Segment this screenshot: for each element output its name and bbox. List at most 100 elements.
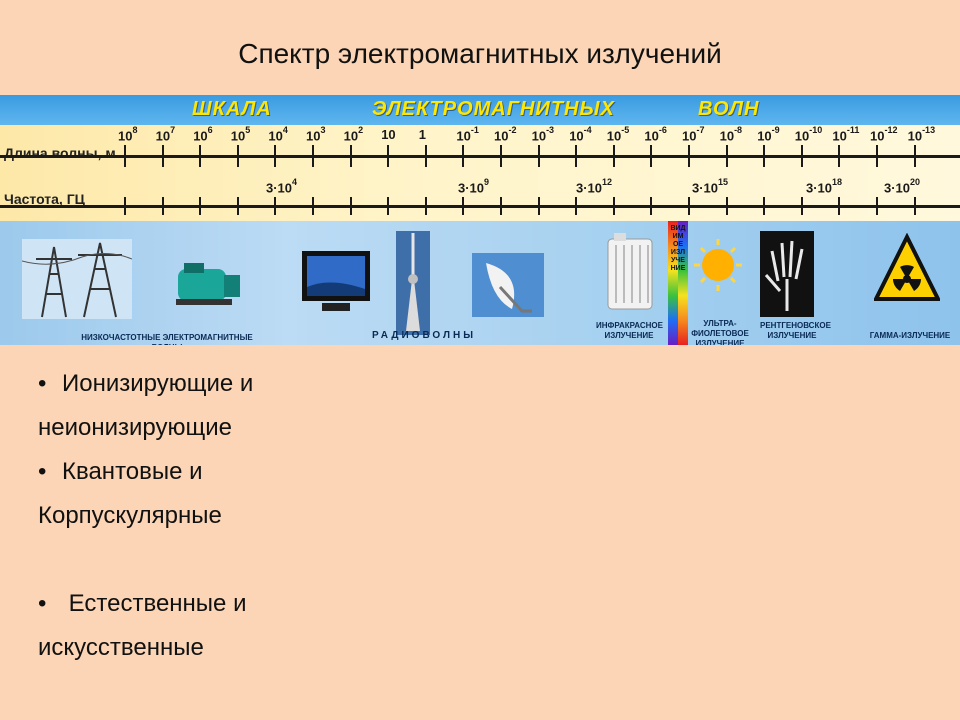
wavelength-axis	[0, 155, 960, 158]
frequency-tick	[763, 197, 766, 215]
wavelength-tick	[161, 145, 164, 167]
frequency-tick	[612, 197, 615, 215]
wavelength-label: 10-7	[682, 125, 705, 144]
wavelength-label: 1	[418, 127, 427, 142]
wavelength-tick	[537, 145, 540, 167]
xray-hand-image	[760, 231, 814, 317]
frequency-tick	[199, 197, 202, 215]
frequency-tick	[500, 197, 502, 215]
frequency-row-label: Частота, ГЦ	[4, 191, 85, 207]
bullet-line: Корпускулярные	[38, 494, 638, 538]
wavelength-tick	[349, 145, 352, 167]
frequency-tick	[312, 197, 314, 215]
bullet-line: • Естественные и	[38, 582, 638, 626]
wavelength-tick	[312, 145, 314, 167]
frequency-tick	[462, 197, 465, 215]
spectrum-band: НИЗКОЧАСТОТНЫЕ ЭЛЕКТРОМАГНИТНЫЕ ВОЛНЫ РА…	[0, 221, 960, 345]
frequency-tick	[650, 197, 653, 215]
generator-image	[176, 263, 240, 305]
bullet-text: Ионизирующие и	[62, 370, 254, 397]
wavelength-tick	[612, 145, 615, 167]
wavelength-label: 10-2	[494, 125, 517, 144]
frequency-tick	[800, 197, 803, 215]
bullet-line: • Квантовые и	[38, 450, 638, 494]
wavelength-tick	[236, 145, 239, 167]
bullet-dot-icon: •	[38, 370, 47, 397]
bullet-text: Корпускулярные	[38, 502, 222, 529]
band-label-xray: РЕНТГЕНОВСКОЕ ИЗЛУЧЕНИЕ	[760, 321, 831, 340]
band-label-low-frequency: НИЗКОЧАСТОТНЫЕ ЭЛЕКТРОМАГНИТНЫЕ ВОЛНЫ	[81, 333, 253, 345]
frequency-axis	[0, 205, 960, 208]
frequency-tick	[274, 197, 277, 215]
satellite-dish-image	[472, 253, 544, 317]
frequency-tick	[349, 197, 352, 215]
bullet-line	[38, 538, 638, 582]
bullet-text: Квантовые и	[62, 458, 203, 485]
frequency-label: 3·109	[458, 177, 490, 196]
band-label-ultraviolet: УЛЬТРА-ФИОЛЕТОВОЕ ИЗЛУЧЕНИЕ	[691, 319, 749, 345]
frequency-label: 3·1012	[576, 177, 613, 196]
wavelength-label: 10-13	[907, 125, 936, 144]
band-label-infrared: ИНФРАКРАСНОЕ ИЗЛУЧЕНИЕ	[596, 321, 663, 340]
wavelength-label: 10-9	[757, 125, 780, 144]
bullet-text: Естественные и	[62, 590, 247, 617]
wavelength-tick	[575, 145, 578, 167]
wavelength-tick	[913, 145, 916, 167]
wavelength-tick	[876, 145, 878, 167]
bullet-list: • Ионизирующие и неионизирующие • Квантовые …	[38, 362, 638, 670]
wavelength-tick	[763, 145, 766, 167]
wavelength-label: 10-11	[832, 125, 860, 144]
banner-word-em: ЭЛЕКТРОМАГНИТНЫХ	[372, 98, 615, 120]
slide-title: Спектр электромагнитных излучений	[238, 38, 722, 69]
banner-word-waves: ВОЛН	[698, 98, 760, 120]
bullet-line: искусственные	[38, 626, 638, 670]
wavelength-tick	[650, 145, 653, 167]
frequency-tick	[876, 197, 878, 215]
bullet-dot-icon: •	[38, 590, 47, 617]
wavelength-tick	[124, 145, 126, 167]
frequency-tick	[236, 197, 239, 215]
frequency-tick	[725, 197, 728, 215]
wavelength-tick	[274, 145, 277, 167]
frequency-label: 3·104	[266, 177, 298, 196]
bullet-dot-icon: •	[38, 458, 47, 485]
wavelength-tick	[725, 145, 728, 167]
wavelength-tick	[424, 145, 427, 167]
bullet-line: • Ионизирующие и	[38, 362, 638, 406]
band-label-visible: ВИДИМОЕ ИЗЛУЧЕНИЕ	[670, 225, 686, 272]
tv-tower-image	[396, 231, 430, 335]
television-image	[302, 251, 370, 311]
band-label-gamma: ГАММА-ИЗЛУЧЕНИЕ	[869, 331, 951, 340]
frequency-label: 3·1015	[692, 177, 729, 196]
wavelength-tick	[387, 145, 390, 167]
banner-word-scale: ШКАЛА	[192, 98, 272, 120]
wavelength-label: 10-4	[569, 125, 592, 144]
power-line-towers-image	[22, 239, 132, 319]
radiator-image	[607, 233, 653, 310]
bullet-text: искусственные	[38, 634, 204, 661]
wavelength-label: 105	[230, 125, 251, 144]
sun-icon	[694, 239, 742, 291]
wavelength-label: 10-3	[531, 125, 555, 144]
banner-heading-strip: ШКАЛА ЭЛЕКТРОМАГНИТНЫХ ВОЛН	[0, 95, 960, 125]
wavelength-label: 10-5	[606, 125, 630, 144]
wavelength-label: 10-10	[794, 125, 823, 144]
wavelength-tick	[838, 145, 841, 167]
wavelength-row-label: Длина волны, м	[4, 145, 116, 161]
wavelength-tick	[199, 145, 202, 167]
wavelength-label: 107	[155, 125, 176, 144]
bullet-text: неионизирующие	[38, 414, 233, 441]
wavelength-label: 10-6	[644, 125, 667, 144]
wavelength-tick	[800, 145, 803, 167]
frequency-tick	[424, 197, 427, 215]
band-label-radio: РАДИОВОЛНЫ	[371, 330, 476, 341]
wavelength-label: 10-1	[456, 125, 479, 144]
frequency-tick	[575, 197, 578, 215]
wavelength-label: 104	[268, 125, 288, 144]
wavelength-label: 108	[118, 125, 138, 144]
frequency-label: 3·1020	[884, 177, 921, 196]
wavelength-tick	[500, 145, 502, 167]
bullet-line: неионизирующие	[38, 406, 638, 450]
frequency-tick	[688, 197, 690, 215]
